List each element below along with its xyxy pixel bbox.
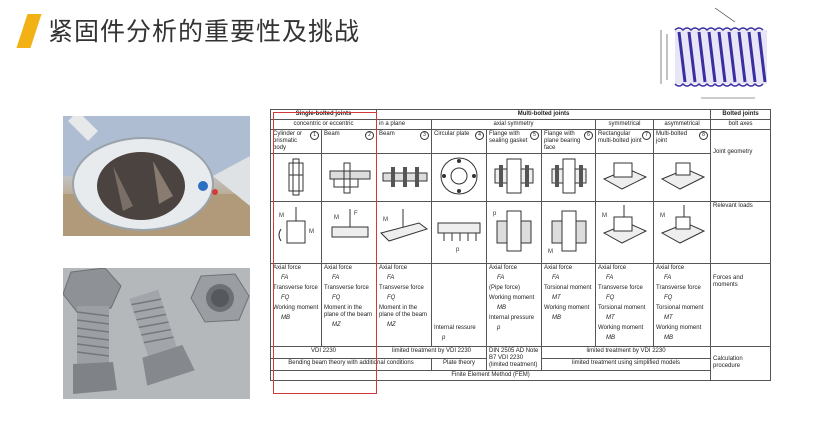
svg-text:M: M [334, 215, 339, 221]
calc-bending-beam: Bending beam theory with additional cond… [269, 358, 433, 371]
geometry-drawing [595, 153, 655, 202]
col-number: 5 [530, 131, 540, 140]
svg-text:M: M [383, 217, 388, 223]
col-number: 7 [642, 131, 652, 140]
sub-bolt-axes: bolt axes [710, 119, 772, 130]
geometry-drawing [541, 153, 597, 202]
col-number: 1 [310, 131, 319, 140]
bolted-joints-classification-table: Single-bolted joints Multi-bolted joints… [269, 109, 772, 399]
loads-drawing: M [595, 201, 655, 264]
svg-text:M: M [548, 249, 553, 255]
calc-plate-theory: Plate theory [431, 358, 488, 371]
geometry-drawing [320, 153, 378, 202]
svg-text:M: M [602, 213, 607, 219]
sub-symmetrical: symmetrical [595, 119, 655, 130]
loads-drawing: p [486, 201, 543, 264]
row-label-geometry: Joint geometry [710, 129, 772, 202]
col-number: 2 [365, 131, 375, 140]
geometry-drawing [270, 153, 322, 202]
col-number: 3 [420, 131, 430, 140]
svg-text:F: F [354, 211, 358, 217]
row-label-calc: Calculation procedure [710, 346, 772, 381]
sub-asymmetrical: asymmetrical [653, 119, 712, 130]
bolt-thread-diagram [660, 7, 767, 99]
geometry-drawing [653, 153, 712, 202]
vdi-limited-multi: limited treatment by VDI 2230 [541, 346, 712, 359]
sub-concentric: concentric or eccentric [269, 119, 378, 130]
header-bolted-joints: Bolted joints [710, 109, 772, 120]
broken-bolts-photo [63, 268, 250, 399]
col-number: 6 [584, 131, 594, 140]
header-single-bolted: Single-bolted joints [269, 109, 378, 120]
vdi-limited-plane: limited treatment by VDI 2230 [376, 346, 488, 359]
loads-drawing: M [541, 201, 597, 264]
title-accent-bar [16, 14, 42, 48]
svg-text:M: M [279, 213, 284, 219]
vdi-single: VDI 2230 [269, 346, 378, 359]
svg-text:M: M [660, 213, 665, 219]
loads-drawing: M [376, 201, 433, 264]
sub-in-plane: in a plane [376, 119, 433, 130]
row-label-forces: Forces and moments [710, 263, 772, 347]
geometry-drawing [376, 153, 433, 202]
calc-simplified-models: limited treatment using simplified model… [541, 358, 712, 371]
geometry-drawing [431, 153, 488, 202]
svg-text:M: M [309, 229, 314, 235]
wind-turbine-failure-photo [63, 116, 250, 236]
col-number: 4 [475, 131, 485, 140]
col-number: 8 [699, 131, 709, 140]
svg-text:p: p [456, 247, 460, 253]
row-label-loads: Relevant loads [710, 201, 772, 264]
header-multi-bolted: Multi-bolted joints [376, 109, 712, 120]
svg-text:p: p [493, 211, 497, 217]
loads-drawing: p [431, 201, 488, 264]
sub-axial-symmetry: axial symmetry [431, 119, 597, 130]
geometry-drawing [486, 153, 543, 202]
loads-drawing: M [653, 201, 712, 264]
vdi-din: DIN 2505 AD Note B7 VDI 2230 (limited tr… [486, 346, 543, 371]
page-title: 紧固件分析的重要性及挑战 [48, 17, 361, 46]
calc-fem: Finite Element Method (FEM) [269, 370, 712, 381]
